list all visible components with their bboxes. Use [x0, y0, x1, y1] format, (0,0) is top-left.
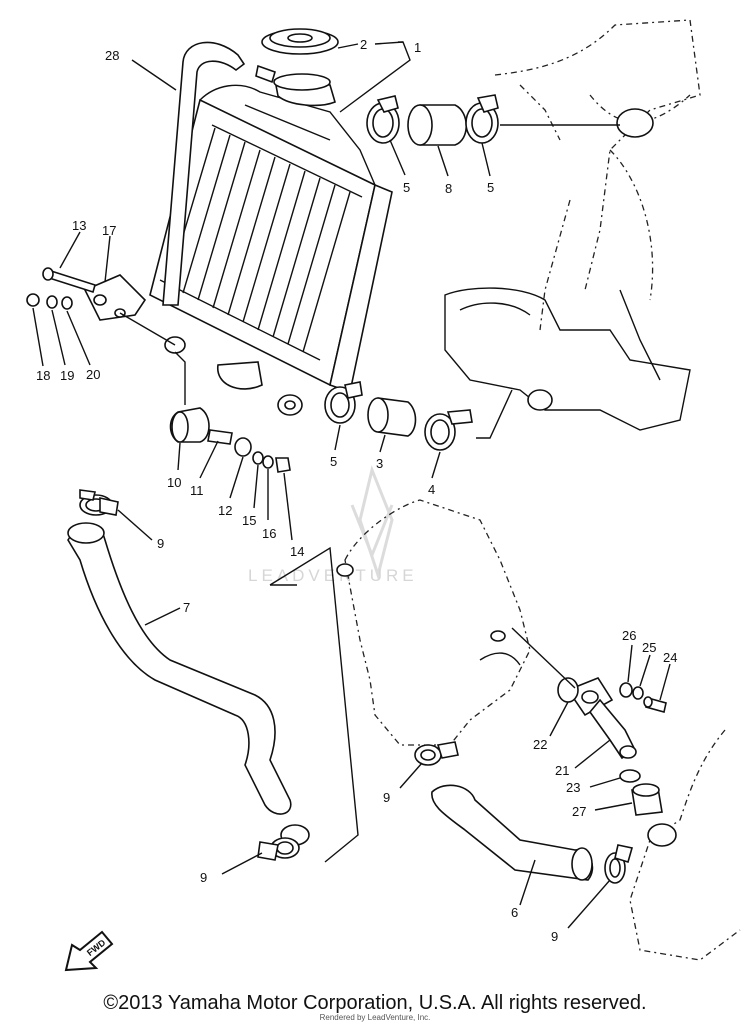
callout-17: 17 [102, 223, 116, 238]
callout-9-c: 9 [200, 870, 207, 885]
hose-7 [67, 522, 292, 815]
clamp-9-upper [79, 489, 119, 516]
callout-8: 8 [445, 181, 452, 196]
hose-6 [431, 784, 594, 881]
callout-2: 2 [360, 37, 367, 52]
callout-7: 7 [183, 600, 190, 615]
callout-10: 10 [167, 475, 181, 490]
engine-case-outline [444, 287, 691, 431]
callout-11: 11 [190, 483, 204, 498]
lower-mount-hardware [169, 407, 291, 473]
lower-hose-assembly [324, 381, 473, 451]
callout-9-a: 9 [157, 536, 164, 551]
callout-22: 22 [533, 737, 547, 752]
callout-27: 27 [572, 804, 586, 819]
callout-12: 12 [218, 503, 232, 518]
callout-15: 15 [242, 513, 256, 528]
fwd-label: FWD [85, 937, 108, 958]
callout-5-b: 5 [487, 180, 494, 195]
radiator-fins [167, 127, 351, 353]
watermark: LEADVENTURE [248, 465, 418, 585]
callout-4: 4 [428, 482, 435, 497]
clamp-9-lower [257, 824, 310, 861]
upper-hose-assembly [366, 94, 499, 146]
cylinder-outline [336, 499, 531, 746]
overflow-hose [162, 41, 246, 306]
callout-14: 14 [290, 544, 304, 559]
callout-25: 25 [642, 640, 656, 655]
radiator-cap [261, 28, 339, 55]
callout-13: 13 [72, 218, 86, 233]
watermark-text: LEADVENTURE [248, 566, 418, 585]
callout-18: 18 [36, 368, 50, 383]
frame-outline [494, 19, 701, 331]
mounting-bracket [26, 267, 147, 321]
callout-23: 23 [566, 780, 580, 795]
callout-3: 3 [376, 456, 383, 471]
callout-9-b: 9 [383, 790, 390, 805]
callout-16: 16 [262, 526, 276, 541]
callout-labels: 28 2 1 5 8 5 13 17 18 19 20 5 3 4 10 11 … [36, 37, 677, 944]
clamp-9-middle [414, 741, 459, 766]
radiator [149, 84, 393, 416]
filler-neck [255, 64, 336, 107]
callout-26: 26 [622, 628, 636, 643]
callout-5-c: 5 [330, 454, 337, 469]
fwd-arrow-icon: FWD [64, 930, 114, 972]
callout-5-a: 5 [403, 180, 410, 195]
render-credit: Rendered by LeadVenture, Inc. [319, 1013, 431, 1022]
callout-21: 21 [555, 763, 569, 778]
crankcase-outline [629, 729, 741, 961]
leader-lines [32, 41, 671, 929]
callout-19: 19 [60, 368, 74, 383]
callout-1: 1 [414, 40, 421, 55]
callout-24: 24 [663, 650, 677, 665]
callout-28: 28 [105, 48, 119, 63]
callout-9-d: 9 [551, 929, 558, 944]
callout-6: 6 [511, 905, 518, 920]
callout-20: 20 [86, 367, 100, 382]
water-outlet-assembly [557, 677, 667, 816]
clamp-9-right [604, 844, 634, 884]
copyright-notice: ©2013 Yamaha Motor Corporation, U.S.A. A… [103, 992, 647, 1014]
